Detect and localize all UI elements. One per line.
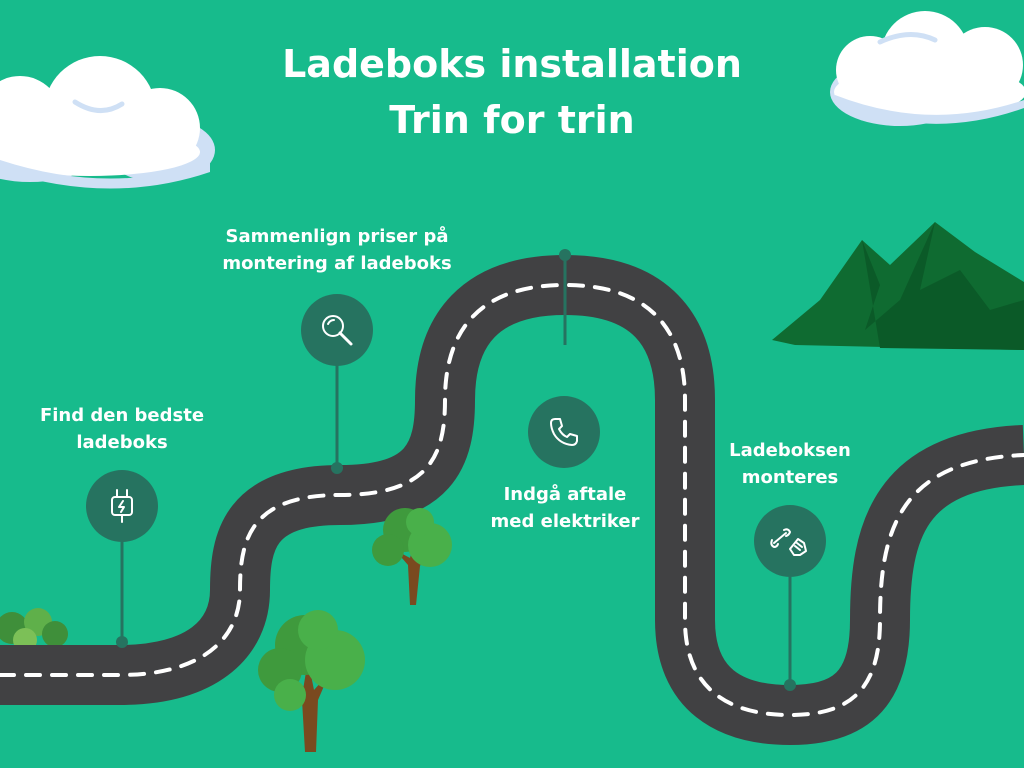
tree-large	[258, 610, 365, 752]
tree-small	[372, 508, 452, 605]
connector-lines	[116, 249, 796, 691]
step-2-label-line-1: Sammenlign priser på	[225, 226, 449, 247]
mountain	[772, 222, 1024, 350]
magnifier-icon	[301, 294, 373, 366]
step-1-label-line-2: ladeboks	[76, 432, 168, 453]
step-3-label-line-2: med elektriker	[490, 511, 640, 532]
phone-icon	[528, 396, 600, 468]
title-line-2: Trin for trin	[389, 98, 635, 142]
step-1-label-line-1: Find den bedste	[39, 405, 205, 426]
step-1-label: Find den bedste ladeboks	[22, 402, 222, 456]
step-4-label-line-1: Ladeboksen	[729, 440, 851, 461]
step-3-label: Indgå aftale med elektriker	[470, 481, 660, 535]
step-3-label-line-1: Indgå aftale	[503, 484, 627, 505]
title-line-1: Ladeboks installation	[282, 42, 742, 86]
wrench-hand-icon	[754, 505, 826, 577]
charger-plug-icon	[86, 470, 158, 542]
road	[0, 255, 1024, 745]
cloud-left	[0, 56, 215, 189]
step-4-label-line-2: monteres	[741, 467, 839, 488]
step-2-label-line-2: montering af ladeboks	[222, 253, 452, 274]
step-2-label: Sammenlign priser på montering af ladebo…	[197, 223, 477, 277]
cloud-right	[830, 11, 1024, 126]
page-title: Ladeboks installation Trin for trin	[212, 36, 812, 148]
step-4-label: Ladeboksen monteres	[700, 437, 880, 491]
